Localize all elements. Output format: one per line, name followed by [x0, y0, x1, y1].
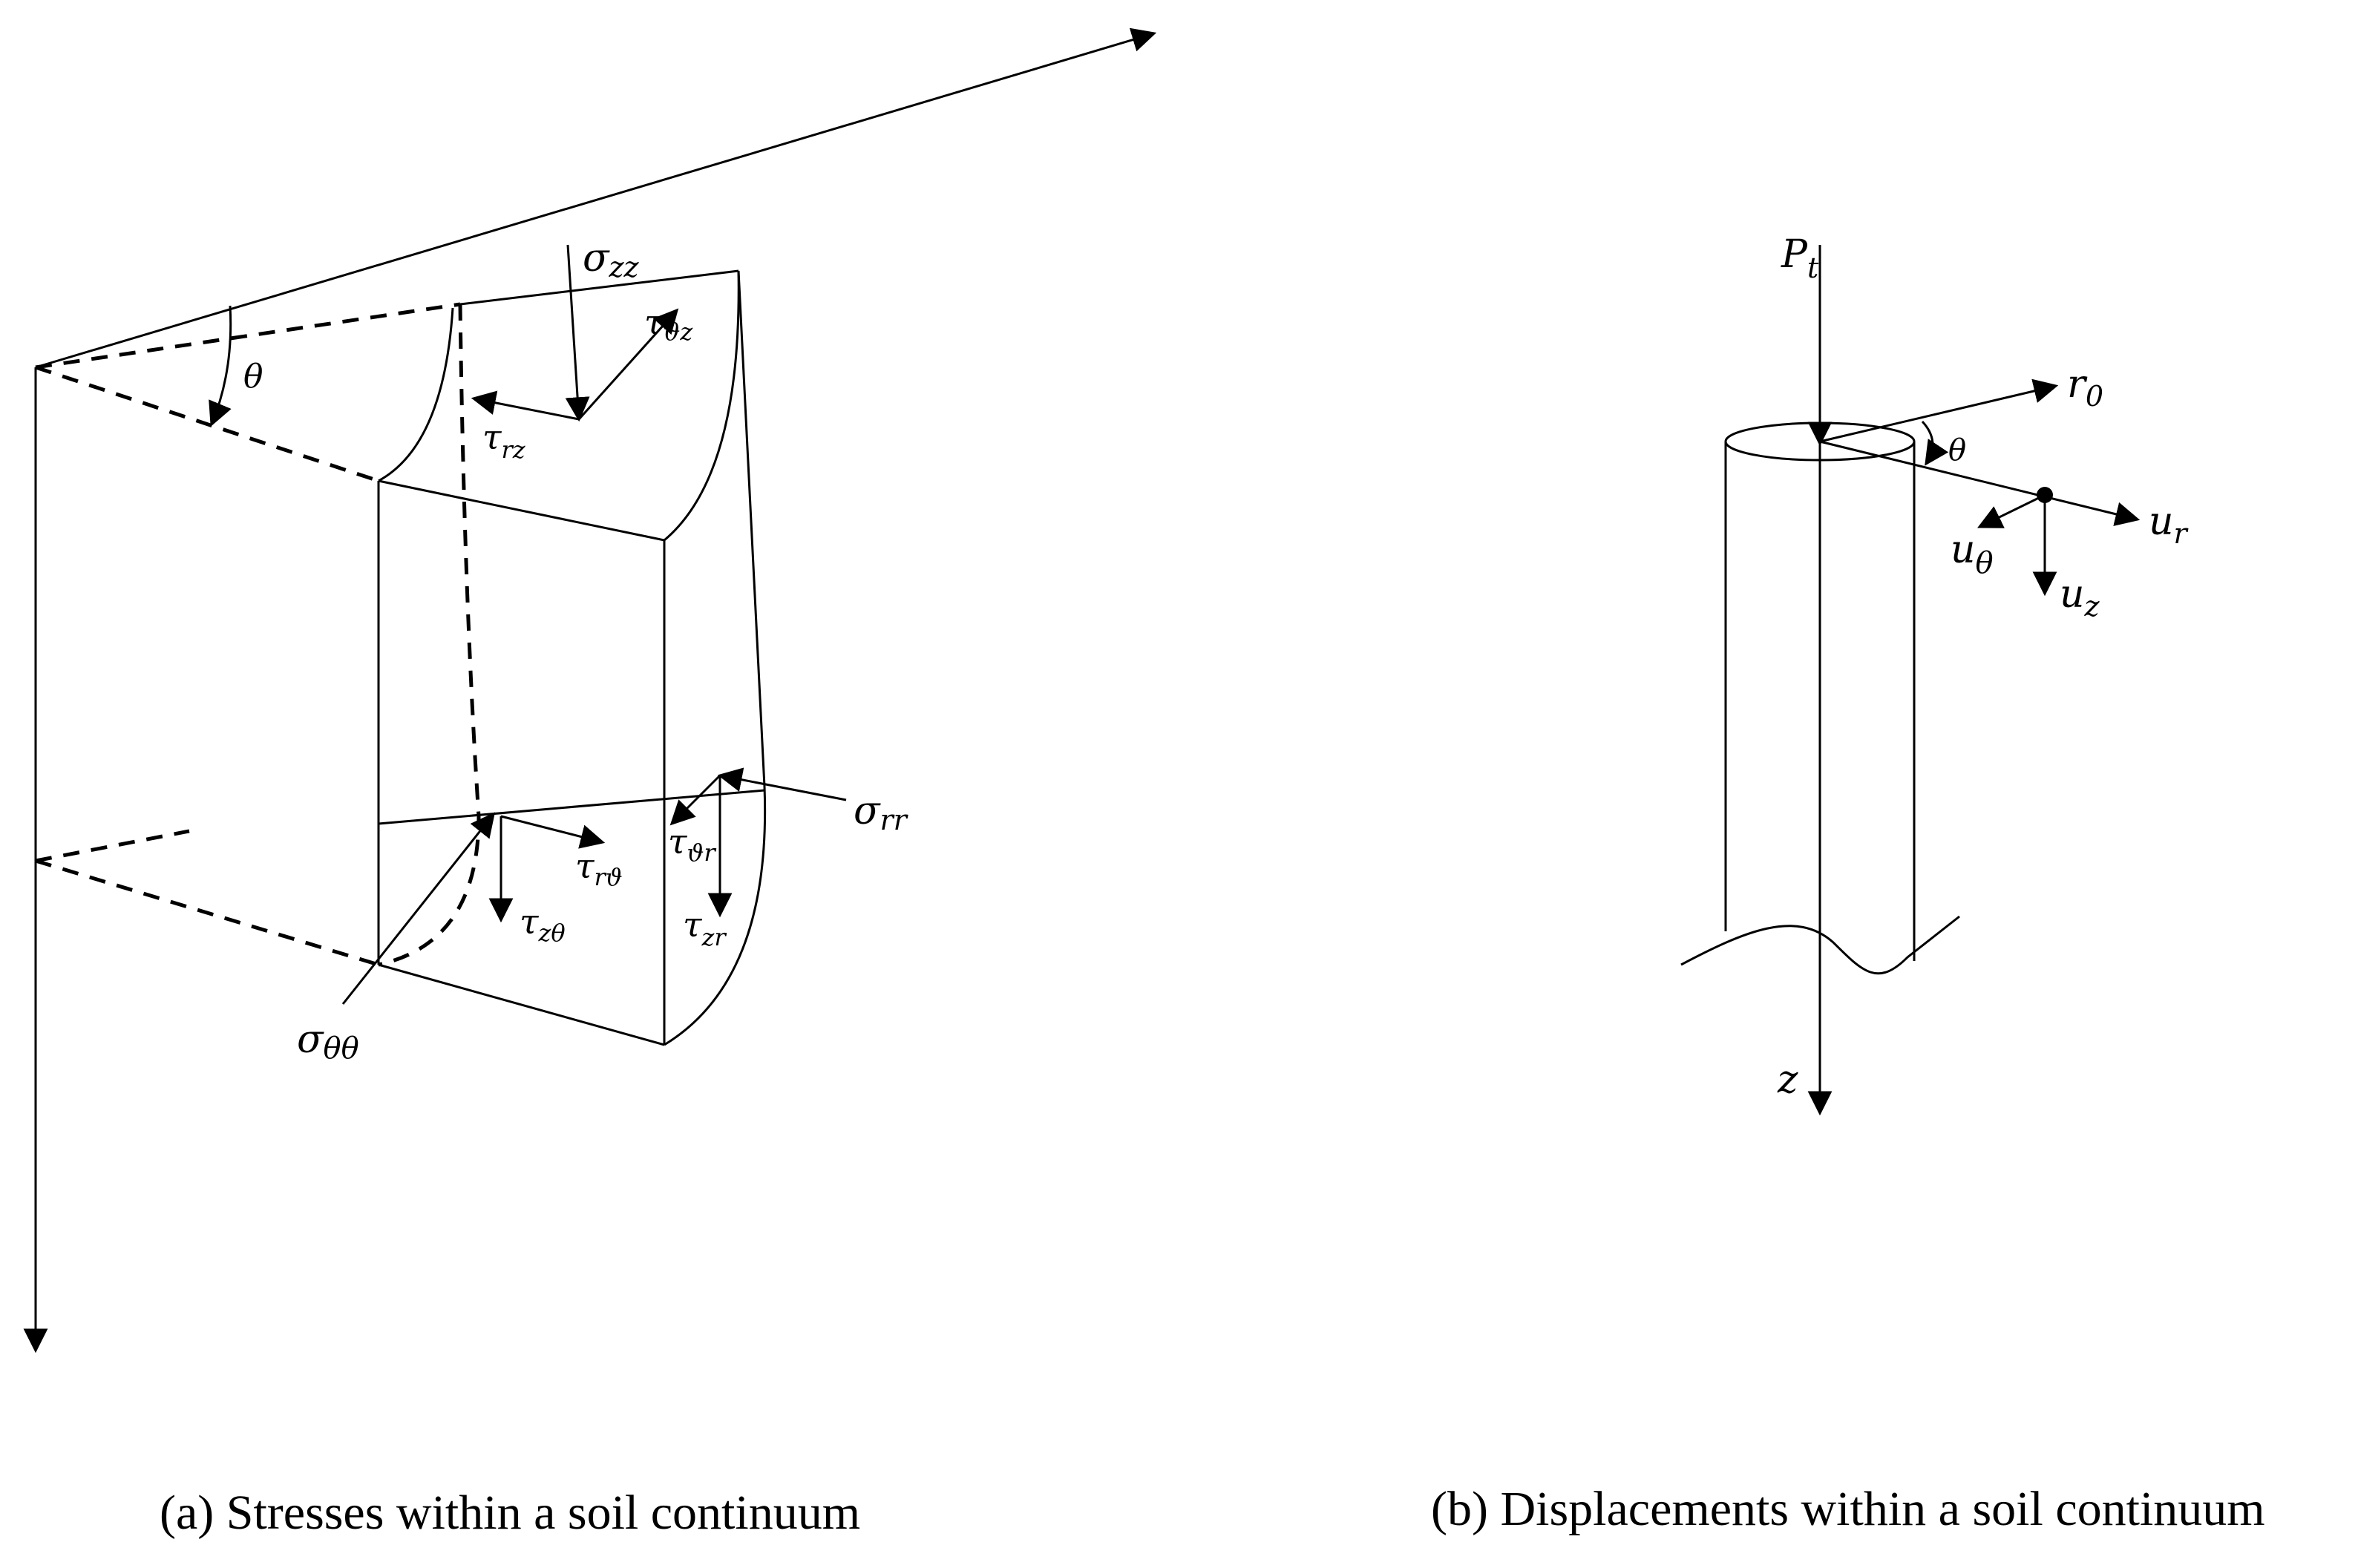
ur-label: ur [2149, 499, 2190, 550]
sigma-thetatheta-label: σθθ [297, 1017, 359, 1066]
dashed-ray-top-front [35, 365, 379, 483]
tau-rv-label: τrϑ [575, 846, 623, 891]
utheta-label: uθ [1951, 528, 1994, 580]
theta-label-b: θ [1948, 433, 1966, 468]
tau-rv-arrow [500, 815, 606, 849]
sigma-zz-label: σzz [583, 236, 640, 283]
sigma-rr-arrow [717, 767, 847, 801]
panel-a-caption: (a) Stresses within a soil continuum [160, 1486, 860, 1540]
tau-vr-arrow [669, 774, 721, 826]
utheta-arrow [1977, 493, 2046, 528]
dashed-ray-bottom-back [35, 829, 190, 863]
tau-vz-label: τϑz [644, 302, 693, 346]
element-curved-left-top [378, 307, 454, 482]
sigma-zz-arrow [565, 244, 590, 422]
element-curved-right-face [664, 270, 767, 1046]
ur-axis-arrow [1819, 440, 2141, 526]
element-top-front-edge [378, 479, 665, 542]
element-dashed-hidden-edge [378, 304, 481, 967]
r0-axis-arrow [1819, 378, 2059, 443]
sigma-rr-label: σrr [854, 789, 909, 836]
tau-zr-label: τzr [683, 905, 727, 951]
panel-a-stresses: θ σzz τϑz τrz σrr τϑr τzr τrϑ τzθ σθθ (a… [23, 27, 1157, 1540]
tau-vr-label: τϑr [668, 821, 716, 867]
dashed-ray-bottom-front [35, 859, 379, 967]
pile-break-line [1680, 915, 1960, 975]
tau-vz-arrow [577, 308, 679, 421]
panel-b-caption: (b) Displacements within a soil continuu… [1431, 1482, 2265, 1536]
tau-rz-arrow [471, 390, 580, 421]
r0-label: r0 [2067, 362, 2103, 413]
panel-b-displacements: Pt r0 θ ur uθ uz z (b) Displacements wit… [1431, 232, 2265, 1536]
sigma-thetatheta-arrow [341, 812, 496, 1005]
element-top-back-edge [459, 269, 739, 306]
tau-rz-label: τrz [482, 417, 526, 464]
pt-label: Pt [1781, 232, 1819, 284]
uz-label: uz [2060, 572, 2100, 623]
element-mid-back-edge [378, 789, 765, 825]
element-curved-right-top [664, 270, 740, 542]
theta-arc-arrow [1921, 420, 1949, 466]
z-label: z [1777, 1057, 1798, 1102]
dashed-ray-top-back [35, 302, 461, 370]
theta-angle-arc [209, 305, 232, 427]
element-bottom-front-edge [378, 963, 665, 1046]
radial-axis-arrow [35, 27, 1157, 369]
theta-label: θ [243, 358, 263, 396]
tau-ztheta-label: τzθ [520, 902, 566, 947]
